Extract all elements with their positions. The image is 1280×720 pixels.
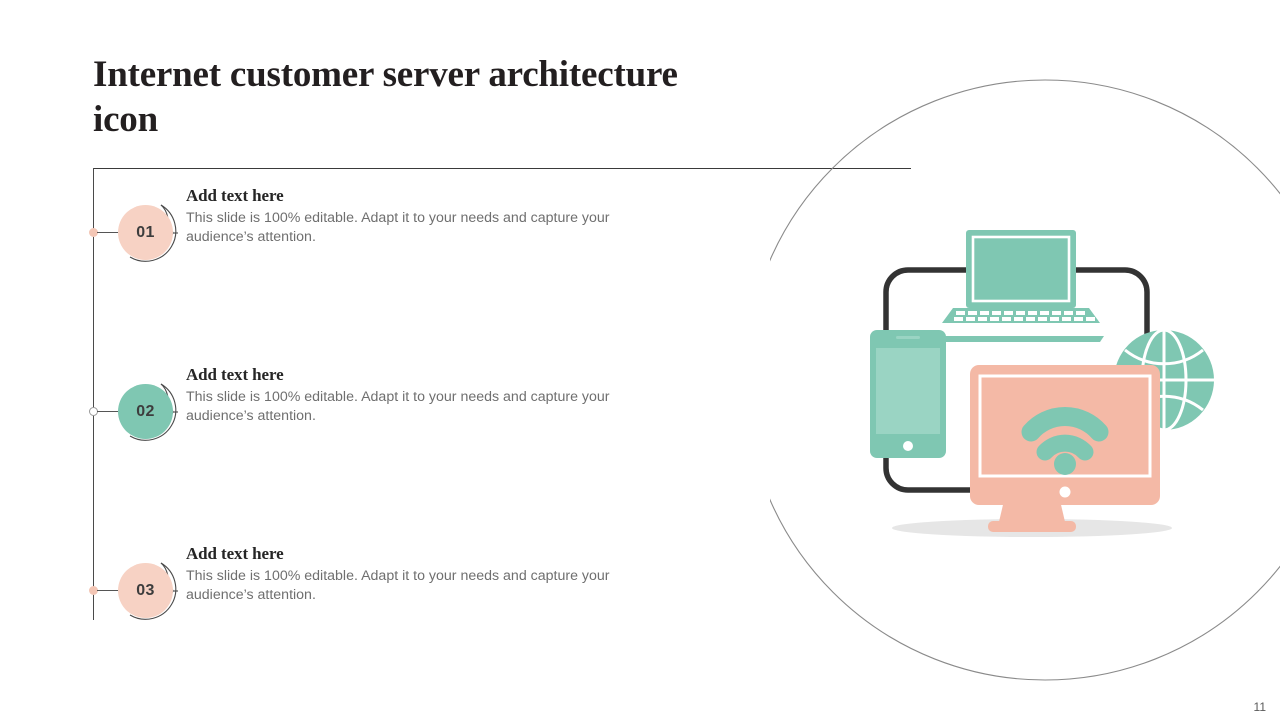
list-item[interactable]: 03 Add text here This slide is 100% edit…	[89, 531, 713, 621]
timeline-connector-line	[97, 411, 125, 412]
left-vertical-rule	[93, 168, 94, 620]
list-item-body: This slide is 100% editable. Adapt it to…	[186, 210, 610, 245]
list-item-number-badge: 01	[118, 205, 173, 260]
list-item-text-block: Add text here This slide is 100% editabl…	[186, 365, 656, 426]
monitor-wifi-icon	[892, 365, 1172, 537]
laptop-icon	[938, 230, 1104, 342]
architecture-illustration	[770, 79, 1280, 681]
top-divider-rule	[93, 168, 911, 169]
list-item-number: 02	[136, 402, 155, 420]
timeline-connector-line	[97, 232, 125, 233]
list-item-heading: Add text here	[186, 544, 284, 563]
timeline-node-dot	[89, 228, 98, 237]
list-item-number-badge: 03	[118, 563, 173, 618]
list-item-text-block: Add text here This slide is 100% editabl…	[186, 544, 656, 605]
smartphone-icon	[870, 330, 946, 458]
list-item[interactable]: 02 Add text here This slide is 100% edit…	[89, 352, 713, 442]
list-item-body: This slide is 100% editable. Adapt it to…	[186, 568, 610, 603]
timeline-node-dot	[89, 586, 98, 595]
outer-circle-outline	[770, 79, 1280, 681]
list-item-heading: Add text here	[186, 186, 284, 205]
page-number: 11	[1253, 700, 1266, 714]
page-title: Internet customer server architecture ic…	[93, 54, 678, 140]
list-item-number: 01	[136, 223, 155, 241]
list-item[interactable]: 01 Add text here This slide is 100% edit…	[89, 173, 713, 263]
list-item-number: 03	[136, 581, 155, 599]
list-item-body: This slide is 100% editable. Adapt it to…	[186, 389, 610, 424]
list-item-text-block: Add text here This slide is 100% editabl…	[186, 186, 656, 247]
list-item-heading: Add text here	[186, 365, 284, 384]
list-item-number-badge: 02	[118, 384, 173, 439]
timeline-connector-line	[97, 590, 125, 591]
